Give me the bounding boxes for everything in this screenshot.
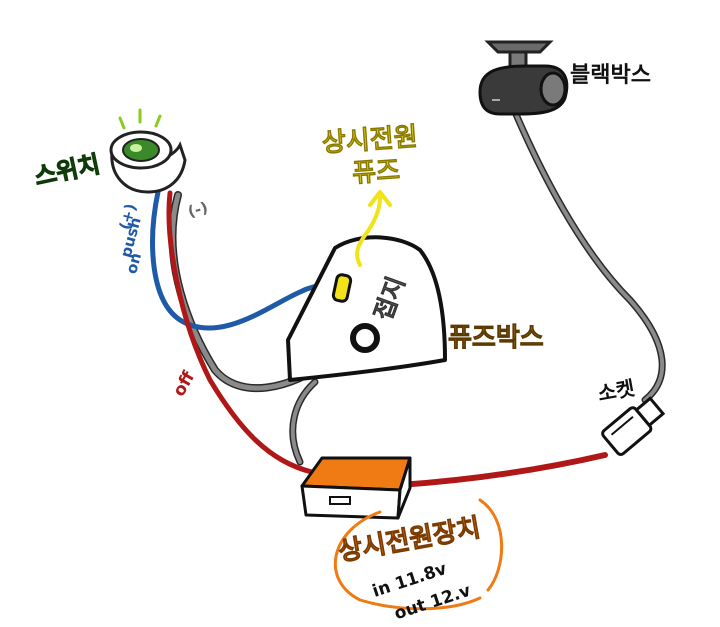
socket-icon xyxy=(601,396,666,456)
switch-label: 스위치 xyxy=(32,150,103,191)
constant-fuse-slot xyxy=(331,273,353,303)
voltage-brace xyxy=(333,510,482,611)
switch-icon xyxy=(109,108,187,194)
wire-minus-label: (-) xyxy=(186,198,210,221)
wire-on-label: on xyxy=(122,251,145,276)
constant-fuse-label-line2: 퓨즈 xyxy=(351,156,401,189)
fuse-box-icon xyxy=(286,235,447,382)
wire-off-label: off xyxy=(169,368,199,400)
fuse-arrow xyxy=(355,196,382,267)
ground-bolt xyxy=(350,323,380,353)
socket-label: 소켓 xyxy=(596,376,636,406)
power-unit-icon xyxy=(300,456,412,520)
wire-gray-blackbox-socket xyxy=(511,108,666,404)
wire-red-switch-unit xyxy=(166,190,315,475)
blackbox-label: 블랙박스 xyxy=(570,63,651,88)
wire-red-unit-socket xyxy=(397,452,608,488)
constant-fuse-label-line1: 상시전원 xyxy=(321,122,419,159)
blackbox-icon xyxy=(478,40,569,116)
power-unit-label: 상시전원장치 xyxy=(336,513,483,567)
fuse-box-label: 퓨즈박스 xyxy=(448,323,544,353)
